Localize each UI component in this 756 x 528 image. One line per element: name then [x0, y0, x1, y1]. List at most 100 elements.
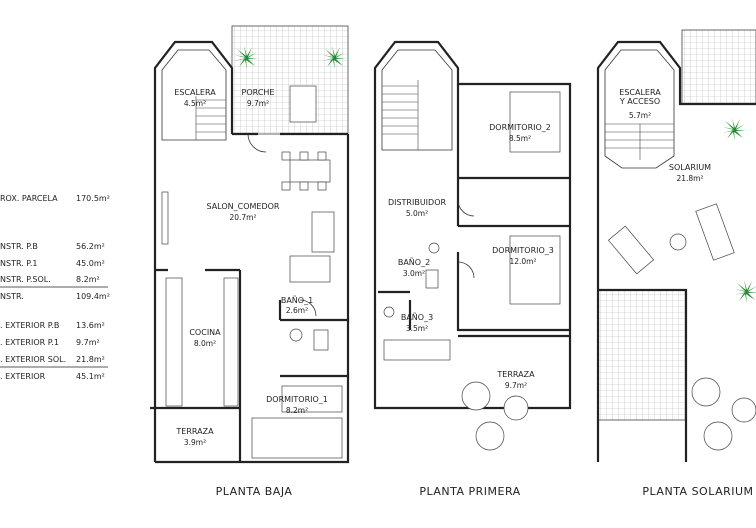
- dormitorio3-bed: [509, 235, 561, 305]
- baja-kitchen-wall: [155, 268, 242, 462]
- room-distribuidor-name: DISTRIBUIDOR: [388, 198, 447, 207]
- dormitorio1-wardrobe: [281, 385, 343, 413]
- baja-toilet: [313, 329, 329, 351]
- room-bano2-area: 3.0m²: [403, 269, 425, 278]
- room-porche-area: 9.7m²: [247, 99, 269, 108]
- kitchen-counter-left: [165, 277, 183, 407]
- room-dormitorio1-area: 8.2m²: [286, 406, 308, 415]
- dorm2-door: [457, 199, 475, 217]
- solarium-lower-tiles: [597, 289, 687, 421]
- summary-value-ext-sol: 21.8m²: [76, 355, 105, 364]
- dormitorio1-bed: [251, 417, 343, 459]
- bano2-sink: [428, 242, 440, 254]
- primera-stair-outline: [381, 49, 453, 151]
- room-escalera-name: ESCALERA: [174, 88, 216, 97]
- baja-stair-steps: [195, 96, 226, 140]
- bano3-sink: [383, 306, 395, 318]
- room-terraza-primera-name: TERRAZA: [496, 370, 535, 379]
- bath1-door: [299, 299, 317, 317]
- summary-label-p1: NSTR. P.1: [0, 259, 38, 268]
- room-cocina-name: COCINA: [189, 328, 221, 337]
- room-porche-name: PORCHE: [242, 88, 275, 97]
- room-dormitorio1-name: DORMITORIO_1: [266, 395, 328, 404]
- sun-lounger-1: [607, 225, 655, 275]
- baja-stair-outline: [161, 49, 227, 141]
- porch-table: [289, 85, 317, 123]
- summary-value-p1: 45.0m²: [76, 259, 105, 268]
- room-dormitorio3-area: 12.0m²: [509, 257, 536, 266]
- solarium-table: [731, 397, 756, 423]
- room-terraza-primera-area: 9.7m²: [505, 381, 527, 390]
- room-escalera-sol-line2: Y ACCESO: [619, 97, 660, 106]
- dining-chairs: [281, 151, 327, 191]
- room-solarium-area: 21.8m²: [676, 174, 703, 183]
- primera-bath-walls: [378, 290, 412, 330]
- plan-planta-primera: DORMITORIO_2 8.5m² DISTRIBUIDOR 5.0m² DO…: [373, 40, 572, 498]
- solarium-outer-wall: [596, 40, 756, 462]
- solarium-stair-steps: [605, 123, 674, 160]
- plan-title-primera: PLANTA PRIMERA: [419, 485, 520, 498]
- summary-label-ext-total: . EXTERIOR: [0, 372, 46, 381]
- plan-title-baja: PLANTA BAJA: [216, 485, 293, 498]
- room-salon-area: 20.7m²: [229, 213, 256, 222]
- plan-title-solarium: PLANTA SOLARIUM: [642, 485, 753, 498]
- solarium-palm-right: [734, 280, 756, 303]
- room-bano1-area: 2.6m²: [286, 306, 308, 315]
- tv-unit: [161, 191, 169, 245]
- summary-value-ext-p1: 9.7m²: [76, 338, 100, 347]
- solarium-chair-1: [691, 377, 721, 407]
- summary-value-ext-pb: 13.6m²: [76, 321, 105, 330]
- solarium-stair-outline: [604, 49, 675, 169]
- terrace1-table: [503, 395, 529, 421]
- summary-label-ext-sol: . EXTERIOR SOL.: [0, 355, 66, 364]
- room-escalera-area: 4.5m²: [184, 99, 206, 108]
- terrace1-chair-2: [475, 421, 505, 451]
- room-dormitorio2-area: 8.5m²: [509, 134, 531, 143]
- room-cocina-area: 8.0m²: [194, 339, 216, 348]
- baja-outer-wall: [153, 40, 350, 464]
- room-escalera-sol-line1: ESCALERA: [619, 88, 661, 97]
- summary-label-total: NSTR.: [0, 292, 24, 301]
- room-solarium-name: SOLARIUM: [669, 163, 711, 172]
- room-bano3-name: BAÑO_3: [401, 312, 433, 322]
- baja-bath-wall: [278, 300, 348, 378]
- bano3-bathtub: [383, 339, 451, 361]
- plan-planta-solarium: ESCALERA Y ACCESO 5.7m² SOLARIUM 21.8m² …: [596, 29, 756, 498]
- summary-value-ext-total: 45.1m²: [76, 372, 105, 381]
- sofa: [289, 255, 331, 283]
- room-terraza-baja-area: 3.9m²: [184, 438, 206, 447]
- room-bano1-name: BAÑO_1: [281, 295, 313, 305]
- summary-value-pb: 56.2m²: [76, 242, 105, 251]
- baja-sink: [289, 328, 303, 342]
- room-bano3-area: 3.5m²: [406, 324, 428, 333]
- area-summary-table: ROX. PARCELA 170.5m² NSTR. P.B 56.2m² NS…: [0, 194, 110, 381]
- room-salon-name: SALON_COMEDOR: [206, 202, 279, 211]
- sun-lounger-2: [695, 203, 735, 261]
- porch-door: [247, 133, 267, 153]
- room-escalera-sol-area: 5.7m²: [629, 111, 651, 120]
- summary-label-ext-p1: . EXTERIOR P.1: [0, 338, 59, 347]
- dormitorio2-bed: [509, 91, 561, 153]
- bano2-toilet: [425, 269, 439, 289]
- summary-label-parcela: ROX. PARCELA: [0, 194, 58, 203]
- summary-value-psol: 8.2m²: [76, 275, 100, 284]
- terrace1-chair-1: [461, 381, 491, 411]
- summary-label-ext-pb: . EXTERIOR P.B: [0, 321, 59, 330]
- dorm3-door: [457, 261, 475, 279]
- room-bano2-name: BAÑO_2: [398, 257, 430, 267]
- dining-table: [289, 159, 331, 183]
- summary-value-total: 109.4m²: [76, 292, 110, 301]
- room-distribuidor-area: 5.0m²: [406, 209, 428, 218]
- solarium-palm-large: [722, 118, 746, 141]
- sofa-side: [311, 211, 335, 253]
- room-dormitorio2-name: DORMITORIO_2: [489, 123, 551, 132]
- summary-label-psol: NSTR. P.SOL.: [0, 275, 51, 284]
- primera-outer-wall: [373, 40, 572, 410]
- kitchen-counter-right: [223, 277, 239, 407]
- solarium-chair-2: [703, 421, 733, 451]
- summary-value-parcela: 170.5m²: [76, 194, 110, 203]
- primera-stair-steps: [382, 80, 419, 150]
- room-terraza-baja-name: TERRAZA: [175, 427, 214, 436]
- plan-planta-baja: ESCALERA 4.5m² PORCHE 9.7m² SALON_COMEDO…: [150, 25, 350, 498]
